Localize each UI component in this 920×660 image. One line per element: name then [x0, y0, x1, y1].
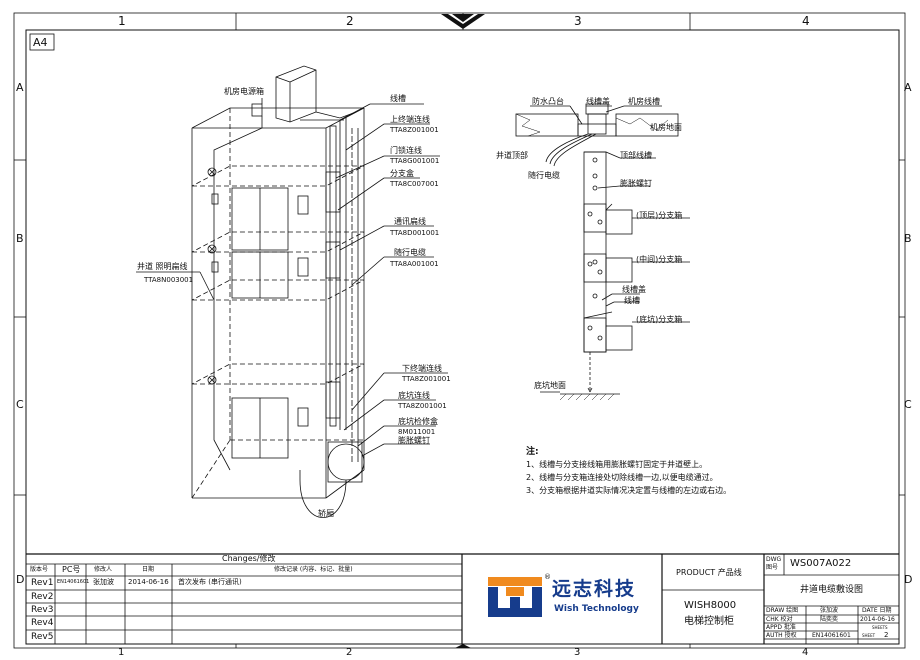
changes-header-date: 日期 — [142, 566, 155, 573]
notes-title: 注: — [526, 447, 539, 457]
label-trunking: 线槽 — [390, 94, 406, 103]
product-label: PRODUCT 产品线 — [676, 568, 742, 577]
product-name: 电梯控制柜 — [684, 616, 734, 627]
label-comm-cable: 通讯扁线 — [394, 217, 426, 226]
label-top-branch-box: (顶层)分支箱 — [636, 211, 683, 220]
code-comm-cable: TTA8D001001 — [390, 229, 440, 237]
label-machine-floor: 机房地面 — [650, 123, 682, 132]
col-number-3: 3 — [574, 14, 582, 28]
draw-name: 张加波 — [820, 607, 839, 614]
label-pit-cable: 底坑连线 — [398, 391, 430, 400]
col-number-4-bottom: 4 — [802, 647, 809, 658]
draw-label: DRAW 绘图 — [766, 607, 799, 614]
sheet-number: 2 — [884, 631, 889, 639]
row-letter-d-left: D — [16, 573, 25, 586]
sheet-size-label: A4 — [33, 36, 48, 49]
code-pit-box: 8M011001 — [398, 428, 436, 436]
code-top-limit: TTA8Z001001 — [390, 126, 439, 134]
row-letter-a-left: A — [16, 81, 24, 94]
label-trunk-2: 线槽 — [624, 296, 640, 305]
label-expansion-bolt: 膨胀螺钉 — [398, 436, 430, 445]
dwg-label-cn: 图号 — [766, 564, 779, 571]
date-label: DATE 日期 — [862, 607, 892, 614]
changes-header-rev: 版本号 — [30, 566, 49, 573]
changes-title: Changes/修改 — [222, 554, 276, 563]
label-pit-box: 底坑检修盒 — [398, 417, 438, 426]
label-waterproof-curb: 防水凸台 — [532, 97, 564, 106]
code-bottom-limit: TTA8Z001001 — [402, 375, 451, 383]
sheets-label: SHEETS — [872, 625, 888, 630]
changes-header-by: 修改人 — [94, 566, 113, 573]
col-number-3-bottom: 3 — [574, 647, 581, 658]
changes-header-desc: 修改记录 (内容、标记、批量) — [274, 566, 353, 573]
change-row-4-rev: Rev4 — [31, 618, 54, 628]
label-top-trunk: 顶部线槽 — [620, 151, 652, 160]
row-letter-d-right: D — [904, 573, 913, 586]
chk-label: CHK 校对 — [766, 616, 793, 623]
drawing-title: 井道电缆敷设图 — [800, 585, 864, 595]
changes-header-pc: PC号 — [62, 565, 81, 574]
label-travel-cable: 随行电缆 — [394, 248, 426, 257]
note-item-2: 2、线槽与分支箱连接处切除线槽一边,以便电缆通过。 — [526, 473, 718, 482]
note-item-3: 3、分支箱根据井道实际情况决定置与线槽的左边或右边。 — [526, 486, 732, 495]
change-row-3-rev: Rev3 — [31, 605, 54, 615]
col-number-1: 1 — [118, 14, 126, 28]
auth-label: AUTH 授权 — [766, 632, 797, 639]
row-letter-c-right: C — [904, 398, 912, 411]
label-bottom-limit: 下终端连线 — [402, 364, 442, 373]
change-row-1-pc: EN14061601 — [57, 579, 90, 585]
label-machine-room-box: 机房电源箱 — [224, 87, 264, 96]
change-row-1-date: 2014-06-16 — [128, 578, 169, 586]
col-number-1-bottom: 1 — [118, 647, 125, 658]
row-letter-c-left: C — [16, 398, 24, 411]
label-mid-branch-box: (中间)分支箱 — [636, 255, 683, 264]
label-trunk-cover-2: 线槽盖 — [622, 285, 646, 294]
label-shaft-top: 井道顶部 — [496, 151, 528, 160]
label-junction-box: 分支盒 — [390, 169, 414, 178]
auth-number: EN14061601 — [812, 632, 851, 639]
label-trunk-cover: 线槽盖 — [586, 97, 610, 106]
code-door-lock: TTA8G001001 — [390, 157, 440, 165]
change-row-2-rev: Rev2 — [31, 592, 54, 602]
company-logo-icon — [488, 577, 542, 617]
code-pit-cable: TTA8Z001001 — [398, 402, 447, 410]
dwg-label: DWG — [766, 556, 782, 563]
sheet-label: SHEET — [862, 633, 876, 638]
code-shaft-light: TTA8N003001 — [144, 276, 194, 284]
appd-label: APPD 批准 — [766, 624, 796, 631]
label-machine-trunk: 机房线槽 — [628, 97, 660, 106]
shaft-isometric-drawing — [136, 65, 448, 518]
row-letter-b-left: B — [16, 232, 24, 245]
change-row-1-by: 张加波 — [93, 578, 114, 586]
row-letter-a-right: A — [904, 81, 912, 94]
label-pit-floor: 底坑地面 — [534, 381, 566, 390]
chk-name: 陆奕奕 — [820, 616, 839, 623]
code-junction-box: TTA8C007001 — [390, 180, 439, 188]
col-number-4: 4 — [802, 14, 810, 28]
note-item-1: 1、线槽与分支接线箱用膨胀螺钉固定于井道壁上。 — [526, 460, 708, 469]
code-travel-cable: TTA8A001001 — [390, 260, 439, 268]
logo-en-name: Wish Technology — [554, 604, 639, 614]
change-row-5-rev: Rev5 — [31, 632, 54, 642]
row-letter-b-right: B — [904, 232, 912, 245]
logo-registered-mark: ® — [544, 573, 551, 581]
change-row-1-desc: 首次发布 (串行通讯) — [178, 578, 242, 586]
label-shaft-light: 井道 照明扁线 — [137, 262, 188, 271]
label-top-limit: 上终端连线 — [390, 115, 430, 124]
drawing-number: WS007A022 — [790, 558, 852, 569]
change-row-1-rev: Rev1 — [31, 578, 54, 588]
logo-cn-name: 远志科技 — [552, 578, 637, 600]
label-pit-branch-box: (底坑)分支箱 — [636, 315, 683, 324]
product-model: WISH8000 — [684, 600, 737, 611]
label-door-lock: 门锁连线 — [390, 146, 422, 155]
col-number-2-bottom: 2 — [346, 647, 353, 658]
date-value: 2014-06-16 — [860, 616, 895, 623]
col-number-2: 2 — [346, 14, 354, 28]
label-travel-cable-right: 随行电缆 — [528, 171, 560, 180]
cable-section-drawing — [515, 103, 690, 401]
label-bolt: 膨胀螺钉 — [620, 179, 652, 188]
label-loop: 轿厢 — [318, 509, 334, 518]
